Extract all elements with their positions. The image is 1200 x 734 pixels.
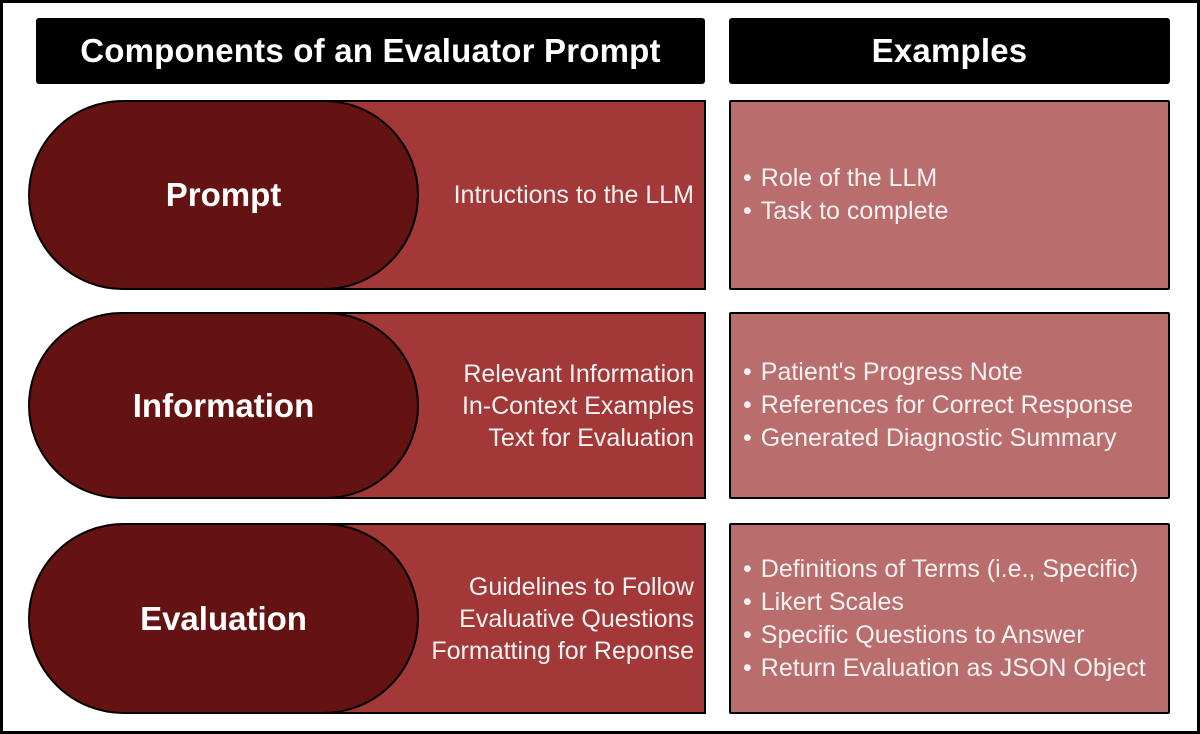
header-examples: Examples <box>729 18 1170 84</box>
description-line: Text for Evaluation <box>488 423 694 452</box>
bullet-icon: • <box>743 620 752 649</box>
bullet-icon: • <box>743 554 752 583</box>
examples-box-information: • Patient's Progress Note • References f… <box>729 312 1170 499</box>
description-line: Relevant Information <box>463 359 694 388</box>
example-item-text: References for Correct Response <box>760 391 1134 419</box>
example-item-text: Task to complete <box>760 197 949 225</box>
bullet-icon: • <box>743 358 752 386</box>
stadium-evaluation-label: Evaluation <box>140 599 307 637</box>
example-item: • Task to complete <box>743 195 1162 228</box>
bullet-icon: • <box>743 653 752 682</box>
example-item: • Specific Questions to Answer <box>743 619 1162 652</box>
stadium-information-label: Information <box>132 386 315 424</box>
bullet-icon: • <box>743 164 752 192</box>
example-item-text: Generated Diagnostic Summary <box>760 424 1117 452</box>
examples-box-evaluation: • Definitions of Terms (i.e., Specific) … <box>729 523 1170 714</box>
description-line: Intructions to the LLM <box>453 181 694 209</box>
header-components: Components of an Evaluator Prompt <box>36 18 705 84</box>
example-item: • References for Correct Response <box>743 389 1162 422</box>
bullet-icon: • <box>743 197 752 225</box>
example-item-text: Likert Scales <box>760 587 904 616</box>
panel-information-description: Relevant Information In-Context Examples… <box>261 312 706 499</box>
example-item: • Definitions of Terms (i.e., Specific) <box>743 553 1162 586</box>
description-line: In-Context Examples <box>461 391 694 420</box>
description-line: Guidelines to Follow <box>468 572 694 601</box>
example-item-text: Definitions of Terms (i.e., Specific) <box>760 554 1139 583</box>
stadium-evaluation: Evaluation <box>28 523 419 714</box>
example-item: • Patient's Progress Note <box>743 356 1162 389</box>
example-item: • Role of the LLM <box>743 162 1162 195</box>
stadium-prompt-label: Prompt <box>165 176 282 213</box>
description-line: Evaluative Questions <box>459 604 694 633</box>
bullet-icon: • <box>743 424 752 452</box>
example-item: • Likert Scales <box>743 586 1162 619</box>
bullet-icon: • <box>743 587 752 616</box>
description-line: Formatting for Reponse <box>431 636 694 665</box>
header-components-label: Components of an Evaluator Prompt <box>80 32 661 69</box>
example-item: • Return Evaluation as JSON Object <box>743 652 1162 685</box>
example-item-text: Patient's Progress Note <box>760 358 1023 386</box>
bullet-icon: • <box>743 391 752 419</box>
example-item-text: Role of the LLM <box>760 164 938 192</box>
header-examples-label: Examples <box>871 32 1028 69</box>
stadium-information: Information <box>28 312 419 499</box>
example-item: • Generated Diagnostic Summary <box>743 422 1162 455</box>
example-item-text: Return Evaluation as JSON Object <box>760 653 1146 682</box>
example-item-text: Specific Questions to Answer <box>760 620 1085 649</box>
examples-box-prompt: • Role of the LLM • Task to complete <box>729 100 1170 290</box>
stadium-prompt: Prompt <box>28 100 419 290</box>
